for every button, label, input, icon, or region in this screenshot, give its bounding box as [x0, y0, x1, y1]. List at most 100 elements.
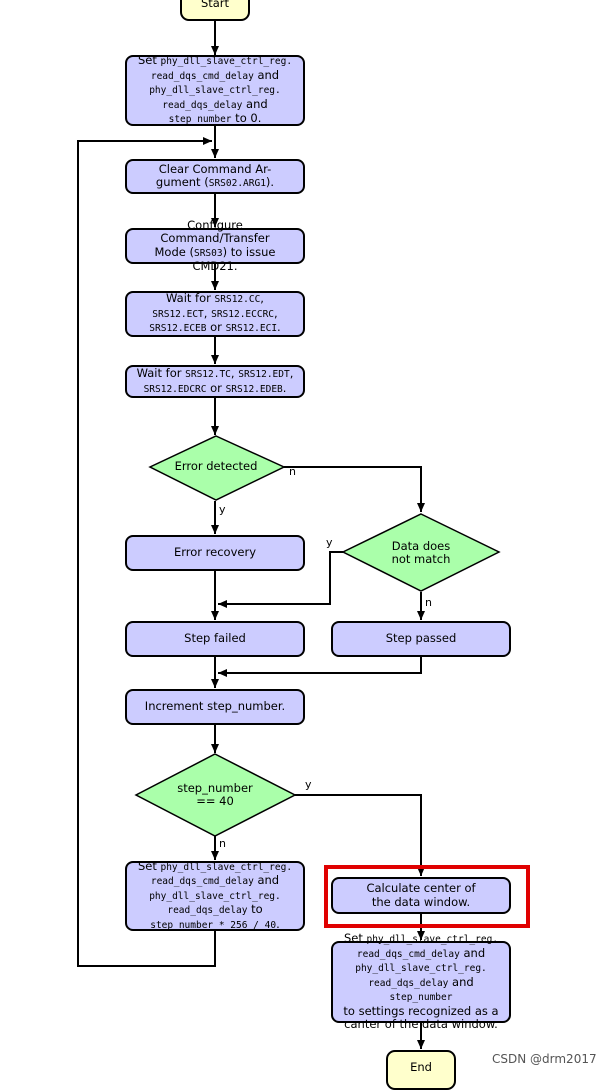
increment-step: Increment step_number. — [125, 689, 305, 725]
waitcc-text-2: , — [260, 291, 264, 306]
waittc-text-2: , — [230, 366, 239, 380]
wait-tc-step: Wait for SRS12.TC, SRS12.EDT, SRS12.EDCR… — [125, 365, 305, 398]
setdelay-code-1: phy_dll_slave_ctrl_reg. — [160, 861, 293, 873]
edge-mismatch-yes — [218, 551, 343, 608]
init-code-1: phy_dll_slave_ctrl_reg. — [160, 56, 293, 68]
data-mismatch-label: Data does not match — [370, 538, 472, 568]
waitcc-code-3: SRS12.ECCRC — [211, 308, 275, 320]
watermark: CSDN @drm2017 — [492, 1052, 597, 1066]
config-text-3: ) to issue CMD21. — [192, 244, 276, 273]
calc-line-2: the data window. — [371, 894, 471, 909]
waittc-text-3: , — [289, 366, 294, 380]
edge-passed-increment — [218, 657, 422, 677]
init-code-5: step_number — [168, 114, 232, 126]
setdelay-code-4: read_dqs_delay — [167, 905, 248, 917]
waitcc-text-3: , — [203, 305, 212, 320]
step-check-label: step_number == 40 — [165, 780, 265, 810]
init-text-2: and — [253, 67, 280, 82]
setfinal-code-3: phy_dll_slave_ctrl_reg. — [355, 963, 487, 975]
error-yes-label: y — [219, 503, 226, 516]
clear-arg-text-2: gument ( — [155, 175, 209, 189]
waitcc-text-4: , — [274, 305, 278, 320]
data-mismatch-line-2: not match — [391, 552, 451, 566]
waittc-text-1: Wait for — [136, 366, 186, 380]
init-text-1: Set — [137, 53, 161, 68]
setfinal-text-2: and — [459, 945, 486, 960]
clear-arg-code: SRS02.ARG1 — [208, 178, 266, 189]
wait-cc-step: Wait for SRS12.CC, SRS12.ECT, SRS12.ECCR… — [125, 291, 305, 337]
error-detected-diamond — [148, 435, 286, 501]
error-recovery-step: Error recovery — [125, 535, 305, 571]
error-recovery-label: Error recovery — [173, 545, 256, 560]
waittc-code-3: SRS12.EDCRC — [143, 383, 207, 395]
error-detected-text: Error detected — [174, 459, 258, 474]
end-label: End — [410, 1060, 432, 1074]
waittc-text-4: or — [206, 380, 226, 395]
configure-command-step: Configure Command/Transfer Mode (SRS03) … — [125, 218, 305, 273]
edge-loop-back — [77, 137, 216, 967]
init-text-3: and — [242, 96, 268, 111]
waittc-text-5: . — [282, 380, 287, 395]
step-check-line-2: == 40 — [196, 794, 234, 808]
step-passed-step: Step passed — [331, 621, 511, 657]
setdelay-code-2: read_dqs_cmd_delay — [150, 876, 254, 888]
waittc-code-1: SRS12.TC — [185, 369, 231, 380]
init-code-4: read_dqs_delay — [162, 99, 243, 111]
step-check-diamond — [134, 753, 297, 837]
set-final-step: Set phy_dll_slave_ctrl_reg. read_dqs_cmd… — [331, 932, 511, 1031]
init-text-4: to 0. — [231, 111, 262, 126]
calc-line-1: Calculate center of — [366, 881, 476, 895]
increment-label: Increment step_number. — [144, 699, 286, 714]
clear-arg-line-1: Clear Command Ar- — [158, 161, 272, 176]
start-terminal: Start — [180, 0, 250, 21]
check-no-label: n — [219, 837, 226, 850]
setdelay-code-3: phy_dll_slave_ctrl_reg. — [149, 890, 281, 902]
setfinal-text-1: Set — [343, 931, 367, 946]
end-terminal: End — [386, 1050, 456, 1090]
step-failed-step: Step failed — [125, 621, 305, 657]
step-failed-label: Step failed — [184, 631, 246, 646]
waitcc-text-6: . — [277, 320, 281, 335]
setdelay-text-2: and — [253, 873, 280, 888]
setfinal-text-3: and — [448, 974, 474, 989]
waitcc-code-5: SRS12.ECI — [225, 323, 278, 335]
waitcc-code-1: SRS12.CC — [214, 294, 261, 306]
waitcc-code-4: SRS12.ECEB — [149, 323, 207, 335]
waitcc-code-2: SRS12.ECT — [152, 308, 204, 320]
init-code-2: read_dqs_cmd_delay — [150, 70, 254, 82]
edge-error-no — [284, 466, 425, 512]
error-detected-label: Error detected — [160, 455, 272, 479]
setdelay-text-4: . — [276, 916, 280, 931]
waitcc-text-5: or — [206, 320, 226, 335]
init-code-3: phy_dll_slave_ctrl_reg. — [149, 85, 281, 97]
config-line-1: Configure Command/Transfer — [160, 217, 270, 245]
setfinal-code-2: read_dqs_cmd_delay — [356, 948, 460, 960]
set-delay-step: Set phy_dll_slave_ctrl_reg. read_dqs_cmd… — [125, 858, 305, 931]
waittc-code-2: SRS12.EDT — [238, 369, 290, 380]
waittc-code-4: SRS12.EDEB — [225, 383, 283, 395]
step-check-line-1: step_number — [177, 780, 253, 795]
data-mismatch-line-1: Data does — [391, 538, 451, 553]
config-code: SRS03 — [193, 247, 223, 259]
setdelay-text-1: Set — [137, 858, 161, 873]
start-label: Start — [200, 0, 230, 10]
mismatch-yes-label: y — [326, 536, 333, 549]
setfinal-text-5: canter of the data window. — [344, 1017, 498, 1032]
setdelay-text-3: to — [247, 902, 263, 917]
setfinal-code-5: step_number — [389, 992, 453, 1004]
config-text-2: Mode ( — [154, 244, 194, 259]
init-step: Set phy_dll_slave_ctrl_reg. read_dqs_cmd… — [125, 53, 305, 126]
step-passed-label: Step passed — [385, 631, 457, 646]
mismatch-no-label: n — [425, 596, 432, 609]
waitcc-text-1: Wait for — [166, 291, 215, 306]
setdelay-code-5: step_number * 256 / 40 — [150, 919, 277, 931]
setfinal-text-4: to settings recognized as a — [343, 1003, 499, 1018]
error-no-label: n — [289, 465, 296, 478]
clear-argument-step: Clear Command Ar- gument (SRS02.ARG1). — [125, 159, 305, 194]
data-mismatch-diamond — [341, 513, 501, 592]
highlight-box — [324, 865, 530, 928]
edge-check-yes — [295, 794, 425, 876]
setfinal-code-1: phy_dll_slave_ctrl_reg. — [366, 934, 499, 946]
check-yes-label: y — [305, 778, 312, 791]
